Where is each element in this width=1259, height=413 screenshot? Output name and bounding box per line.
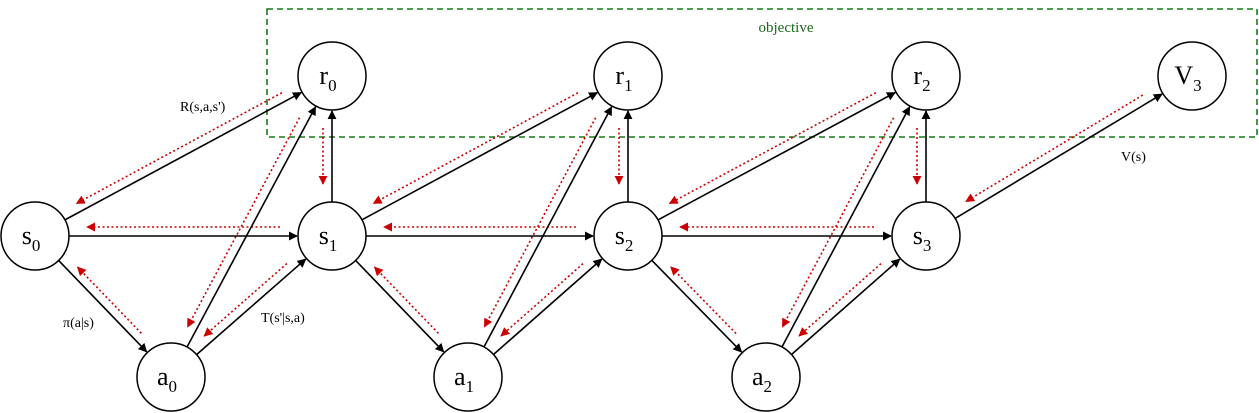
node-r0: r0 [297,41,367,111]
edge-s1-to-a1 [355,259,445,353]
node-r0-base: r [319,61,328,90]
objective-label: objective [759,20,814,36]
edge-a1-to-s2 [492,258,603,356]
reward-edge-label: R(s,a,s') [180,100,226,115]
node-a2-circle [731,342,801,412]
gradient-r1-to-a1 [483,117,597,328]
edge-a2-to-s3 [790,258,901,356]
node-s2: s2 [593,201,663,271]
node-a1: a1 [433,342,503,412]
node-s2-label: s2 [615,221,634,255]
node-r2-base: r [913,61,922,90]
node-s0-circle [0,201,70,271]
edge-a1-to-r1 [483,106,613,348]
gradient-r0-to-a0 [186,117,301,328]
node-s3-subscript: 3 [923,236,932,255]
node-s1: s1 [297,201,367,271]
node-r0-subscript: 0 [328,76,337,95]
node-a1-circle [433,342,503,412]
node-s0-base: s [22,221,32,250]
gradient-a0-to-s0 [76,266,142,334]
node-s2-base: s [615,221,625,250]
edge-s0-to-a0 [58,259,148,353]
gradient-a1-to-s1 [373,266,439,334]
gradient-r2-to-s2 [668,91,877,205]
node-r1: r1 [593,41,663,111]
node-a0-subscript: 0 [169,377,178,396]
node-s2-subscript: 2 [625,236,634,255]
gradient-r1-to-s1 [372,92,579,205]
edge-s2-to-r2 [657,91,896,221]
gradient-s2-to-a1 [500,263,584,337]
node-a2: a2 [731,342,801,412]
gradient-layer [75,91,1144,337]
node-s1-base: s [319,221,329,250]
node-a0-base: a [157,362,169,391]
value-edge-label: V(s) [1121,150,1146,165]
node-a1-label: a1 [454,362,474,396]
node-a0-circle [136,342,206,412]
node-r2: r2 [891,41,961,111]
node-a0-label: a0 [157,362,177,396]
node-s0: s0 [0,201,70,271]
gradient-r0-to-s0 [75,92,283,205]
edge-s2-to-a2 [651,259,743,353]
node-s3-base: s [913,221,923,250]
edge-a0-to-r0 [186,106,317,348]
node-s1-label: s1 [319,221,338,255]
edge-a2-to-r2 [781,106,911,348]
node-a2-subscript: 2 [764,377,773,396]
node-V3-circle [1157,41,1227,111]
node-a1-subscript: 1 [466,377,475,396]
node-r1-circle [593,41,663,111]
gradient-s3-to-a2 [798,263,882,337]
node-r1-subscript: 1 [624,76,633,95]
node-a0: a0 [136,342,206,412]
node-s1-subscript: 1 [329,236,338,255]
node-r2-circle [891,41,961,111]
node-r2-subscript: 2 [922,76,931,95]
edge-a0-to-s1 [196,258,307,356]
node-r1-base: r [615,61,624,90]
node-r1-label: r1 [615,61,632,95]
node-a2-label: a2 [752,362,772,396]
transition-edge-label: T(s'|s,a) [261,311,305,326]
node-s0-label: s0 [22,221,41,255]
policy-edge-label: π(a|s) [63,316,94,331]
node-V3-label: V3 [1174,61,1201,95]
gradient-V3-to-s3 [965,94,1144,203]
edge-s0-to-r0 [64,91,302,221]
node-a1-base: a [454,362,466,391]
node-V3: V3 [1157,41,1227,111]
node-r0-circle [297,41,367,111]
node-s0-subscript: 0 [32,236,41,255]
gradient-r2-to-a2 [781,117,895,328]
node-V3-subscript: 3 [1193,76,1202,95]
gradient-s1-to-a0 [203,262,288,337]
edge-s1-to-r1 [361,91,599,221]
node-s2-circle [593,201,663,271]
node-s1-circle [297,201,367,271]
node-V3-base: V [1174,61,1193,90]
edge-s3-to-V3 [954,93,1163,220]
node-r0-label: r0 [319,61,336,95]
objective-box [266,8,1258,138]
node-r2-label: r2 [913,61,930,95]
node-a2-base: a [752,362,764,391]
node-s3-label: s3 [913,221,932,255]
edge-layer [58,91,1163,356]
node-s3: s3 [891,201,961,271]
node-s3-circle [891,201,961,271]
gradient-a2-to-s2 [670,266,737,335]
